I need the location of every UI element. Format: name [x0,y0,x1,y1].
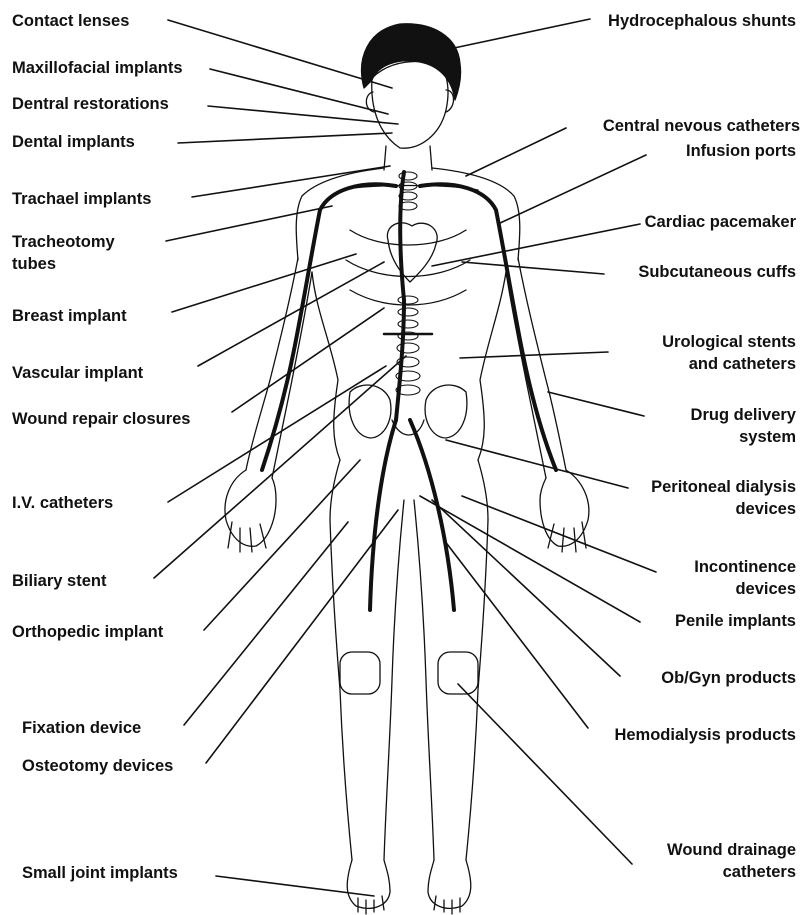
pelvis [349,385,467,438]
ribcage [340,186,478,306]
label-osteotomy-devices: Osteotomy devices [22,755,173,777]
label-tracheotomy-tubes: Tracheotomy tubes [12,231,115,275]
label-iv-catheters: I.V. catheters [12,492,113,514]
vascular-system [262,172,556,610]
label-biliary-stent: Biliary stent [12,570,106,592]
left-foot [347,860,390,914]
label-obgyn-products: Ob/Gyn products [661,667,796,689]
label-central-nevous-catheters: Central nevous catheters [603,115,800,137]
label-maxillofacial-implants: Maxillofacial implants [12,57,183,79]
label-peritoneal-dialysis-devices: Peritoneal dialysis devices [651,476,796,520]
label-fixation-device: Fixation device [22,717,141,739]
label-wound-drainage-catheters: Wound drainage catheters [667,839,796,883]
right-leg [414,500,488,860]
right-arm [506,258,566,478]
head [372,62,448,149]
label-cardiac-pacemaker: Cardiac pacemaker [645,211,796,233]
label-subcutaneous-cuffs: Subcutaneous cuffs [638,261,796,283]
right-hand [540,470,589,552]
label-hemodialysis-products: Hemodialysis products [614,724,796,746]
label-trachael-implants: Trachael implants [12,188,151,210]
label-orthopedic-implant: Orthopedic implant [12,621,163,643]
right-foot [428,860,471,914]
label-infusion-ports: Infusion ports [686,140,796,162]
left-arm [246,258,312,478]
neck [384,146,432,170]
hips [330,460,488,520]
torso-outline [296,168,520,460]
label-hydrocephalous-shunts: Hydrocephalous shunts [608,10,796,32]
label-incontinence-devices: Incontinence devices [694,556,796,600]
label-wound-repair-closures: Wound repair closures [12,408,191,430]
label-vascular-implant: Vascular implant [12,362,143,384]
leader-lines [154,19,656,896]
label-penile-implants: Penile implants [675,610,796,632]
label-dentral-restorations: Dentral restorations [12,93,169,115]
label-drug-delivery-system: Drug delivery system [691,404,796,448]
heart [387,223,437,282]
label-urological-stents: Urological stents and catheters [662,331,796,375]
left-hand [225,470,276,552]
left-leg [330,500,404,860]
label-breast-implant: Breast implant [12,305,127,327]
label-contact-lenses: Contact lenses [12,10,129,32]
label-small-joint-implants: Small joint implants [22,862,178,884]
label-dental-implants: Dental implants [12,131,135,153]
